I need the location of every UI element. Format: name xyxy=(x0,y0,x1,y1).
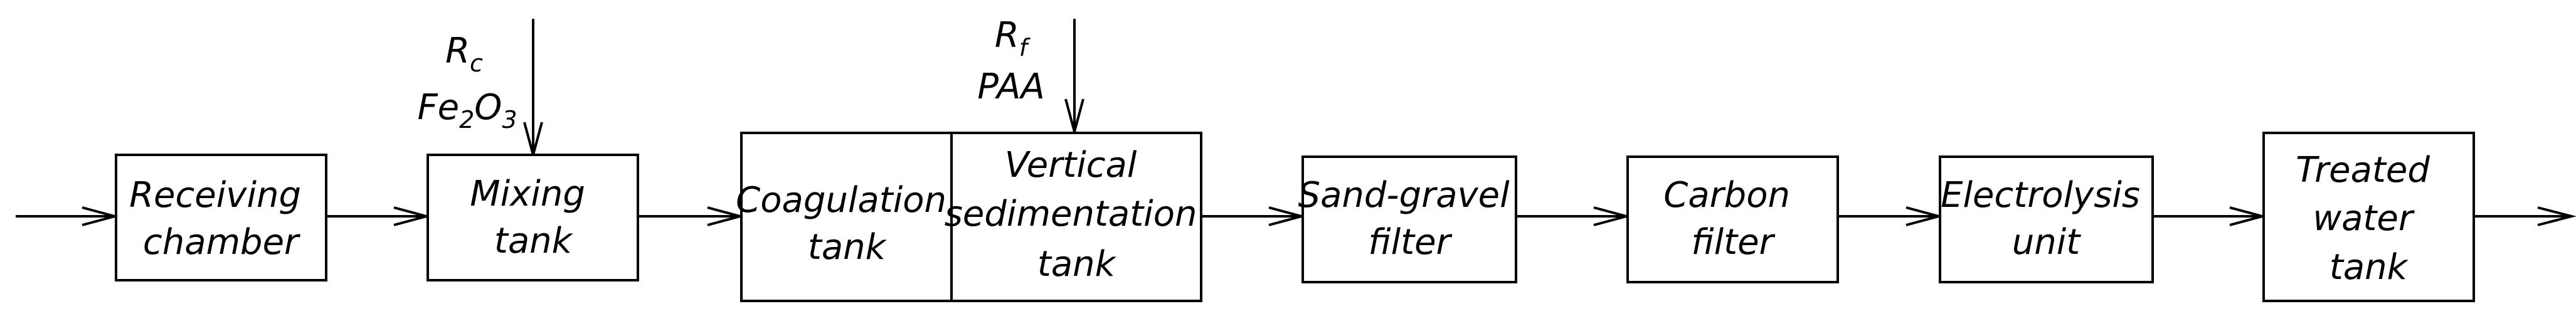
o-symbol: O xyxy=(474,87,502,128)
o-subscript: 3 xyxy=(502,106,517,134)
coagulation-line-2: tank xyxy=(808,227,888,268)
coagulation-line-1: Coagulation xyxy=(736,180,946,221)
flow-lines xyxy=(16,19,2572,218)
electrolysis-line-1: Electrolysis xyxy=(1941,175,2140,216)
fe-symbol: Fe xyxy=(417,87,459,128)
mixing-reagent-fe2o3: Fe2O3 xyxy=(417,87,517,134)
block-sand-gravel-filter: Sand-gravel filter xyxy=(1298,155,1521,283)
sandgravel-line-1: Sand-gravel xyxy=(1298,175,1510,216)
electrolysis-line-2: unit xyxy=(2012,222,2082,263)
sedimentation-line-3: tank xyxy=(1037,244,1117,285)
mixing-tank-label: Mixing tank xyxy=(470,174,596,261)
sedimentation-reagent-rf: Rf xyxy=(995,15,1031,61)
mixing-reagent-rc: Rc xyxy=(445,31,483,77)
rc-subscript: c xyxy=(470,50,483,77)
carbon-line-2: filter xyxy=(1691,222,1775,263)
coagulation-sedimentation-box xyxy=(740,132,1202,302)
mixing-tank-box xyxy=(427,154,639,281)
sand-gravel-filter-label: Sand-gravel filter xyxy=(1298,175,1521,263)
block-receiving-chamber: Receiving chamber xyxy=(115,154,327,281)
carbon-filter-label: Carbon filter xyxy=(1663,175,1801,263)
rf-subscript: f xyxy=(1019,34,1031,61)
receiving-line-1: Receiving xyxy=(129,175,301,216)
rf-letter: R xyxy=(995,15,1019,56)
treated-water-tank-box xyxy=(2262,132,2475,302)
sandgravel-line-2: filter xyxy=(1368,222,1452,263)
sedimentation-line-2: sedimentation xyxy=(945,194,1197,234)
sedimentation-tank-label: Vertical sedimentation tank xyxy=(945,145,1209,285)
treated-line-1: Treated xyxy=(2296,150,2430,191)
sedimentation-reagent-paa: PAA xyxy=(977,66,1045,107)
carbon-line-1: Carbon xyxy=(1663,175,1790,216)
block-treated-water-tank: Treated water tank xyxy=(2262,132,2475,302)
treated-line-3: tank xyxy=(2330,247,2409,288)
sand-gravel-filter-box xyxy=(1301,155,1517,283)
rc-letter: R xyxy=(445,31,470,71)
treated-line-2: water xyxy=(2313,198,2415,239)
arrowhead-outlet xyxy=(2537,206,2576,226)
block-carbon-filter: Carbon filter xyxy=(1626,155,1839,283)
electrolysis-unit-label: Electrolysis unit xyxy=(1941,175,2151,263)
coagulation-tank-label: Coagulation tank xyxy=(736,180,958,268)
treated-water-tank-label: Treated water tank xyxy=(2296,150,2441,288)
receiving-chamber-label: Receiving chamber xyxy=(129,175,312,263)
mixing-line-1: Mixing xyxy=(470,174,585,214)
block-mixing-tank: Mixing tank xyxy=(427,154,639,281)
mixing-line-2: tank xyxy=(494,221,574,261)
sedimentation-line-1: Vertical xyxy=(1005,145,1137,186)
receiving-chamber-box xyxy=(115,154,327,281)
carbon-filter-box xyxy=(1626,155,1839,283)
electrolysis-unit-box xyxy=(1939,155,2154,283)
sedimentation-reagent-label: Rf PAA xyxy=(977,15,1045,107)
receiving-line-2: chamber xyxy=(143,222,300,263)
fe-subscript: 2 xyxy=(459,106,474,134)
mixing-reagent-label: Rc Fe2O3 xyxy=(417,31,517,134)
block-electrolysis-unit: Electrolysis unit xyxy=(1939,155,2154,283)
block-coagulation-sedimentation: Coagulation tank Vertical sedimentation … xyxy=(736,132,1209,302)
